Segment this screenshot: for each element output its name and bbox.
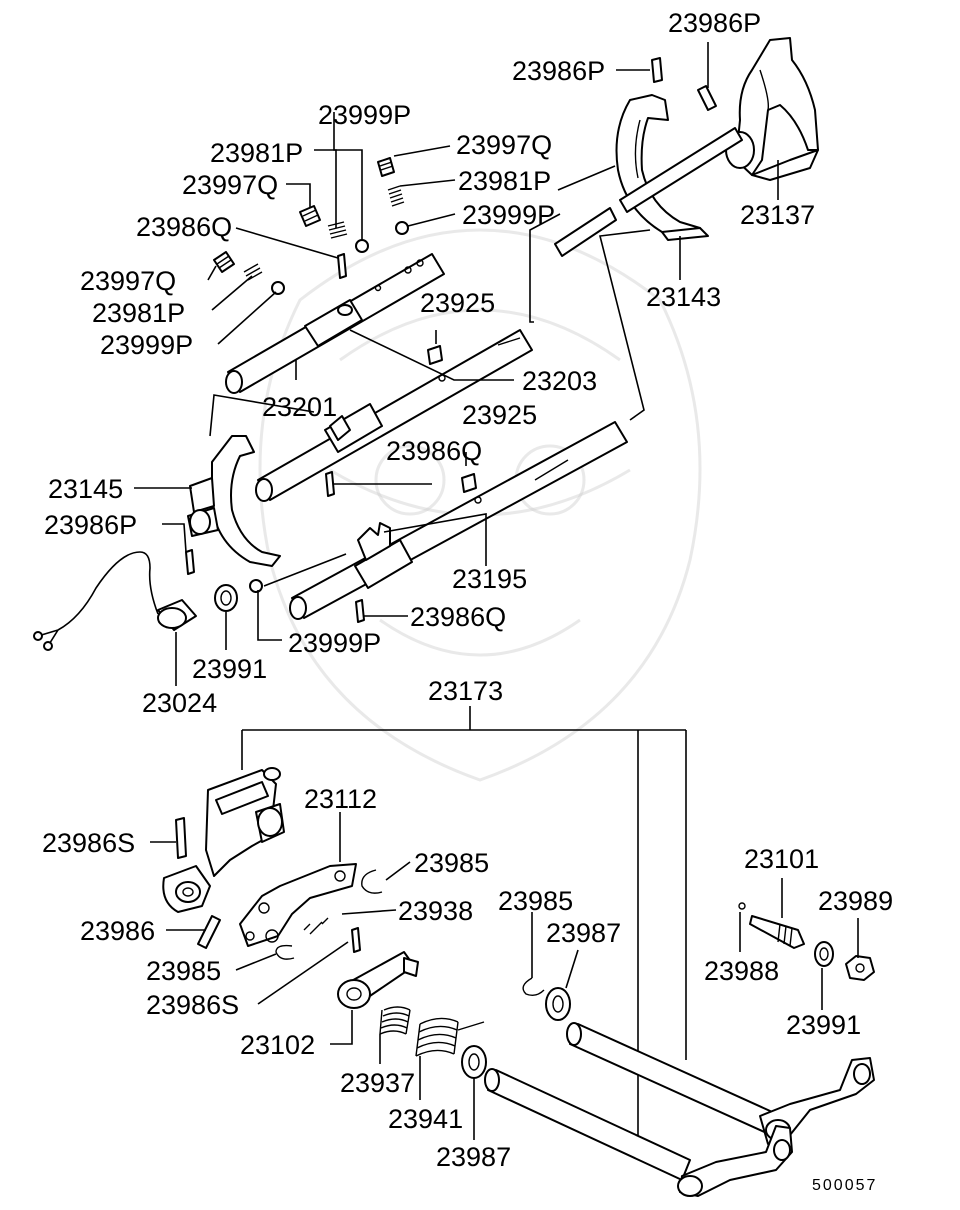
label-23024: 23024 (142, 688, 217, 718)
shift-rail-23201 (225, 253, 445, 394)
label-23997Q: 23997Q (182, 170, 278, 200)
label-23997Q: 23997Q (456, 130, 552, 160)
label-23986S: 23986S (42, 828, 135, 858)
label-23925: 23925 (462, 400, 537, 430)
pins-23986-and-23986S (175, 817, 361, 953)
springs-and-balls (185, 157, 477, 623)
label-23986S: 23986S (146, 990, 239, 1020)
label-23203: 23203 (522, 366, 597, 396)
label-23938: 23938 (398, 896, 473, 926)
label-23989: 23989 (818, 886, 893, 916)
label-23986Q: 23986Q (410, 602, 506, 632)
label-23987: 23987 (436, 1142, 511, 1172)
leader-lines-lower (150, 812, 859, 1140)
springs-23937-23941 (379, 1006, 485, 1057)
label-23173: 23173 (428, 676, 503, 706)
label-23986Q: 23986Q (136, 212, 232, 242)
leader-lines-upper (134, 42, 779, 686)
label-23201: 23201 (262, 392, 337, 422)
label-23997Q: 23997Q (80, 266, 176, 296)
label-23195: 23195 (452, 564, 527, 594)
label-23101: 23101 (744, 844, 819, 874)
label-23112: 23112 (304, 784, 377, 814)
label-23999P: 23999P (100, 330, 193, 360)
label-23986P-top: 23986P (668, 8, 761, 38)
washers-23987 (461, 987, 571, 1079)
clips-23985 (275, 869, 545, 997)
control-shafts (484, 1022, 875, 1197)
shift-fork-23145 (187, 435, 281, 567)
label-23985: 23985 (146, 956, 221, 986)
label-23981P: 23981P (458, 166, 551, 196)
shift-fork-23137 (725, 37, 819, 181)
label-23986Q: 23986Q (386, 436, 482, 466)
diagram-code: 500057 (812, 1177, 877, 1194)
label-23937: 23937 (340, 1068, 415, 1098)
label-23925: 23925 (420, 288, 495, 318)
callout-labels: 23986P 23986P 23999P 23997Q 23981P 23981… (42, 8, 893, 1194)
label-23986P: 23986P (44, 510, 137, 540)
label-23981P: 23981P (92, 298, 185, 328)
label-23991: 23991 (192, 654, 267, 684)
bracket-23173-lines (241, 706, 687, 1150)
label-23986P: 23986P (512, 56, 605, 86)
label-23988: 23988 (704, 956, 779, 986)
label-23941: 23941 (388, 1104, 463, 1134)
label-23981P: 23981P (210, 138, 303, 168)
shift-rail-23195 (289, 421, 628, 620)
lever-23102 (337, 951, 419, 1009)
shaft-23101-parts (738, 902, 875, 981)
label-23986: 23986 (80, 916, 155, 946)
label-23143: 23143 (646, 282, 721, 312)
pin-23986P-top (651, 57, 717, 111)
label-23999P: 23999P (462, 200, 555, 230)
label-23985: 23985 (414, 848, 489, 878)
label-23102: 23102 (240, 1030, 315, 1060)
label-23137: 23137 (740, 200, 815, 230)
label-23145: 23145 (48, 474, 123, 504)
label-23999P: 23999P (288, 628, 381, 658)
lever-23112-assy (162, 767, 285, 913)
label-23991: 23991 (786, 1010, 861, 1040)
plate-23938 (239, 863, 357, 947)
label-23985: 23985 (498, 886, 573, 916)
rail-upper (554, 127, 743, 257)
label-23987: 23987 (546, 918, 621, 948)
switch-23024 (33, 551, 238, 651)
shift-rail-23203 (255, 329, 533, 502)
label-23999P: 23999P (318, 100, 411, 130)
